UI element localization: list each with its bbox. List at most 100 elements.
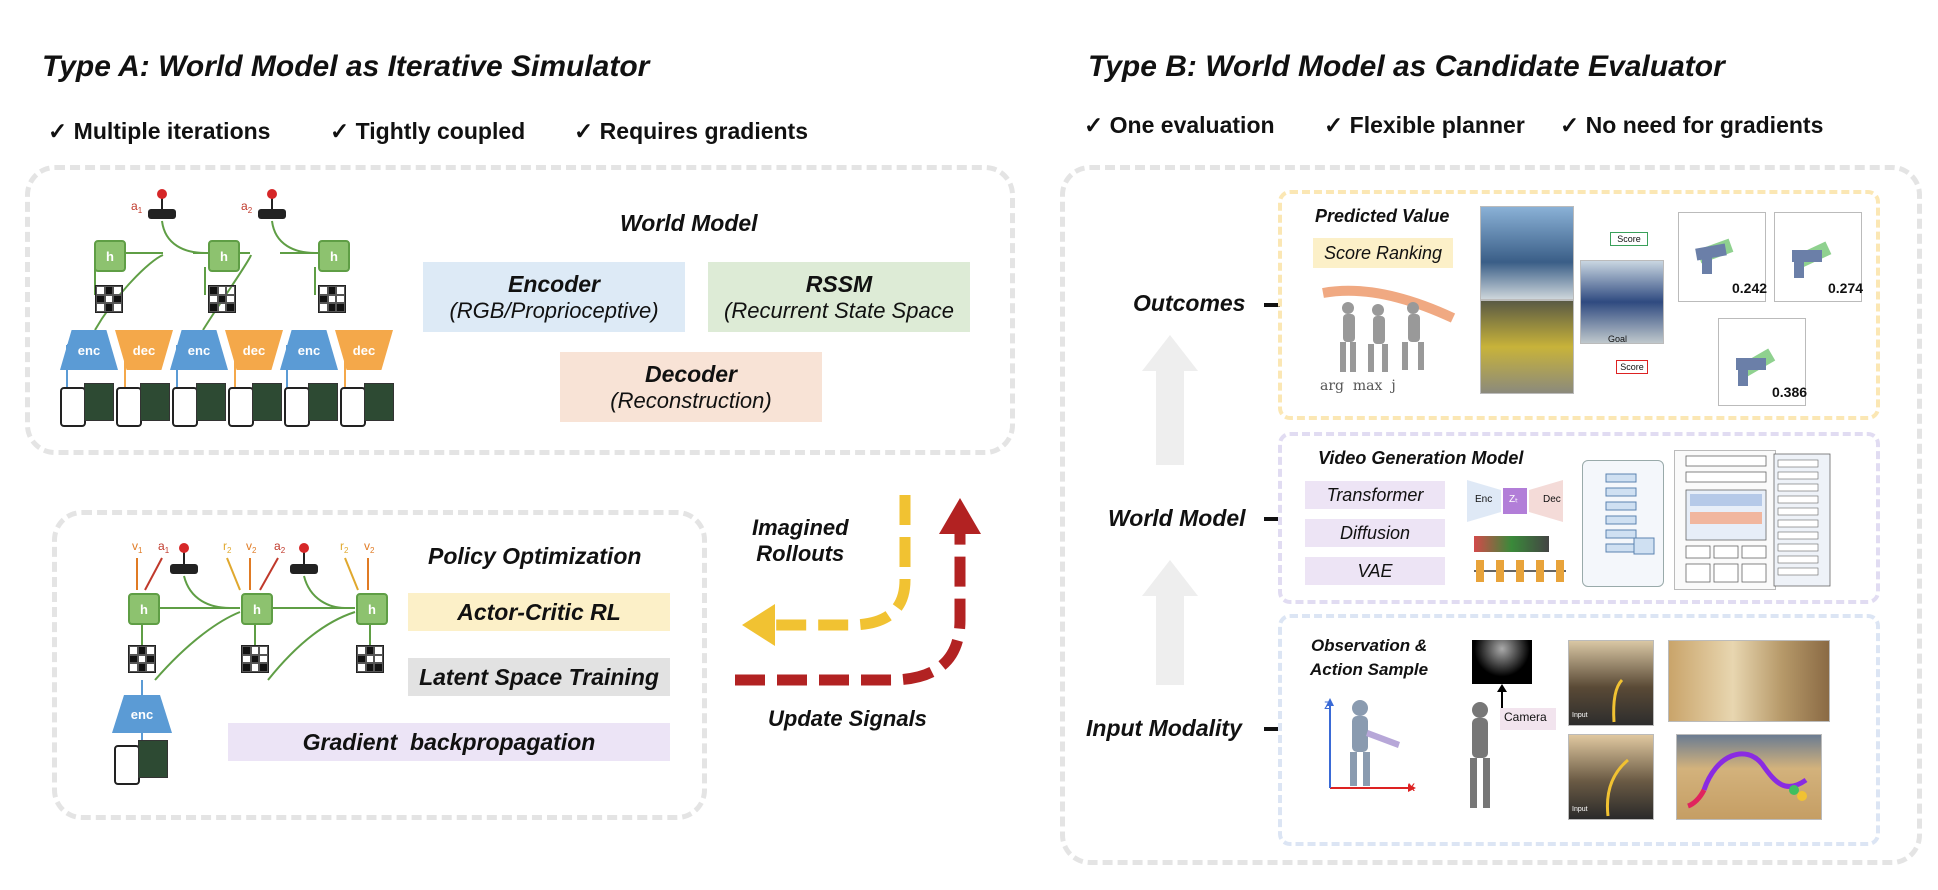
type-a-title: Type A: World Model as Iterative Simulat…	[42, 50, 650, 83]
input-tag-2: Input	[1572, 806, 1588, 813]
input-trajectory-overlays	[1605, 678, 1629, 817]
decoder-label: Decoder	[644, 360, 738, 387]
input-modality-panel	[1278, 614, 1880, 846]
check-flexible-planner: ✓ Flexible planner	[1324, 112, 1525, 138]
vae-tag: VAE	[1305, 557, 1445, 585]
goal-label: Goal	[1608, 334, 1628, 344]
policy-h2-node: h	[241, 593, 273, 625]
joystick-icon-2	[258, 189, 286, 219]
policy-heading: Policy Optimization	[428, 543, 642, 569]
transformer-blocks	[1605, 473, 1655, 555]
x-axis-label: x	[1408, 778, 1415, 794]
transformer-tag: Transformer	[1305, 481, 1445, 509]
type-b-title: Type B: World Model as Candidate Evaluat…	[1088, 50, 1725, 83]
diffusion-tag: Diffusion	[1305, 519, 1445, 547]
joystick-icon-4	[290, 543, 318, 574]
humanoid-trajectory-image	[1322, 285, 1456, 372]
gradient-backprop-label: Gradient backpropagation	[302, 728, 596, 755]
policy-rollout-diagram: v1 a1 r2 v2 a2 r2 v2	[132, 539, 375, 745]
upward-flow-arrows	[1142, 335, 1198, 685]
actor-critic-box: Actor-Critic RL	[408, 593, 670, 631]
svg-text:v1: v1	[132, 539, 143, 555]
argmax-formula: arg max j	[1320, 378, 1396, 394]
pose-candidate-1	[1678, 212, 1766, 302]
proprio-device-5	[284, 387, 310, 427]
outcomes-tick	[1264, 303, 1280, 307]
z2-grid	[208, 285, 236, 313]
z-axis-label: z	[1324, 696, 1331, 712]
latent-frames-strip	[1474, 536, 1549, 552]
z1-grid	[95, 285, 123, 313]
camera-view-image	[1472, 640, 1532, 684]
svg-text:a1: a1	[158, 539, 170, 555]
row-label-outcomes: Outcomes	[1133, 290, 1246, 316]
candidate-frame-1	[1480, 206, 1574, 300]
check-no-gradients: ✓ No need for gradients	[1560, 112, 1824, 138]
row-label-world-model: World Model	[1108, 505, 1246, 531]
encoder-label: Encoder	[507, 270, 601, 297]
world-model-box	[25, 165, 1015, 455]
rssm-sublabel: (Recurrent State Space	[724, 297, 954, 323]
rssm-box: RSSM (Recurrent State Space	[708, 262, 970, 332]
rgb-frame-1	[84, 383, 114, 421]
check-multiple-iterations: ✓ Multiple iterations	[48, 118, 271, 144]
rssm-label: RSSM	[805, 270, 873, 297]
latent-space-box: Latent Space Training	[408, 658, 670, 696]
input-frame-2	[1568, 734, 1654, 820]
input-modality-tick	[1264, 727, 1280, 731]
check-requires-gradients: ✓ Requires gradients	[574, 118, 808, 144]
actor-critic-label: Actor-Critic RL	[457, 598, 621, 625]
token-sequence-diagram	[1474, 560, 1566, 582]
svg-text:v2: v2	[246, 539, 257, 555]
svg-text:a2: a2	[274, 539, 286, 555]
feedback-arrows	[735, 495, 981, 686]
pose-overlays	[1695, 238, 1832, 386]
manipulation-trajectory	[1687, 751, 1808, 809]
manipulation-scene-frame	[1676, 734, 1822, 820]
proprio-device-4	[228, 387, 254, 427]
z3-grid	[318, 285, 346, 313]
policy-z1-grid	[128, 645, 156, 673]
input-frame-1	[1568, 640, 1654, 726]
score-value-2: 0.274	[1828, 280, 1864, 296]
camera-label: Camera	[1504, 710, 1547, 724]
rgb-frame-2	[140, 383, 170, 421]
panorama-input-frame	[1668, 640, 1830, 722]
imagined-rollouts-label: Imagined Rollouts	[752, 515, 849, 566]
score-box-red: Score	[1616, 360, 1648, 374]
policy-rgb-frame	[138, 740, 168, 778]
proprio-device-6	[340, 387, 366, 427]
rgb-frame-6	[364, 383, 394, 421]
vae-dec-label: Dec	[1543, 494, 1561, 505]
proprio-device-2	[116, 387, 142, 427]
world-model-tick	[1264, 517, 1280, 521]
world-model-panel	[1278, 432, 1880, 604]
score-ranking-tag: Score Ranking	[1313, 238, 1453, 268]
policy-box	[52, 510, 707, 820]
proprio-device-1	[60, 387, 86, 427]
predicted-value-heading: Predicted Value	[1315, 206, 1450, 226]
robot-axis-figure	[1326, 698, 1416, 792]
policy-z3-grid	[356, 645, 384, 673]
encoder-block-2: enc	[170, 330, 228, 370]
candidate-evaluator-box	[1060, 165, 1922, 865]
rgb-frame-5	[308, 383, 338, 421]
svg-text:a2: a2	[241, 199, 253, 215]
encoder-box: Encoder (RGB/Proprioceptive)	[423, 262, 685, 332]
decoder-box: Decoder (Reconstruction)	[560, 352, 822, 422]
rgb-frame-3	[196, 383, 226, 421]
rgb-frame-4	[252, 383, 282, 421]
observation-action-heading: Observation & Action Sample	[1310, 636, 1429, 679]
humanoid-camera-figure	[1470, 684, 1556, 808]
svg-text:v2: v2	[364, 539, 375, 555]
policy-proprio-device	[114, 745, 140, 785]
joystick-icon-3	[170, 543, 198, 574]
score-value-3: 0.386	[1772, 384, 1808, 400]
check-one-evaluation: ✓ One evaluation	[1084, 112, 1275, 138]
h1-node: h	[94, 240, 126, 272]
gradient-backprop-box: Gradient backpropagation	[228, 723, 670, 761]
h3-node: h	[318, 240, 350, 272]
score-value-1: 0.242	[1732, 280, 1768, 296]
svg-text:a1: a1	[131, 199, 143, 215]
video-generation-heading: Video Generation Model	[1318, 448, 1524, 468]
